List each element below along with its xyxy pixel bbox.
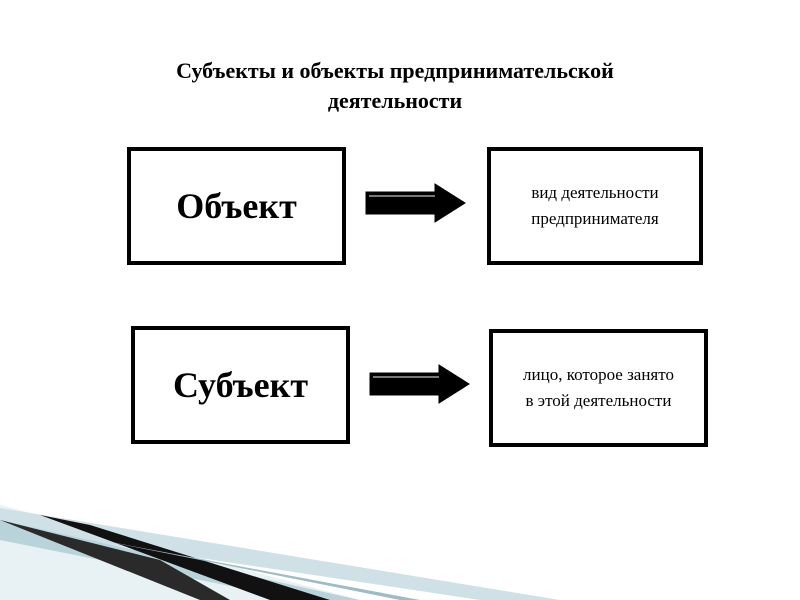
object-definition-line-1: вид деятельности: [531, 183, 659, 202]
object-term-box: Объект: [127, 147, 346, 265]
slide-title: Субъекты и объекты предпринимательской д…: [110, 56, 680, 116]
subject-definition-box: лицо, которое занято в этой деятельности: [489, 329, 708, 447]
slide-title-line-2: деятельности: [327, 88, 463, 113]
slide-title-line-1: Субъекты и объекты предпринимательской: [176, 58, 614, 83]
subject-definition-line-1: лицо, которое занято: [523, 365, 674, 384]
subject-definition-line-2: в этой деятельности: [525, 391, 672, 410]
subject-term-box: Субъект: [131, 326, 350, 444]
object-definition-line-2: предпринимателя: [531, 209, 659, 228]
object-definition-box: вид деятельности предпринимателя: [487, 147, 703, 265]
arrow-right-icon: [365, 183, 466, 223]
arrow-right-icon: [369, 364, 470, 404]
